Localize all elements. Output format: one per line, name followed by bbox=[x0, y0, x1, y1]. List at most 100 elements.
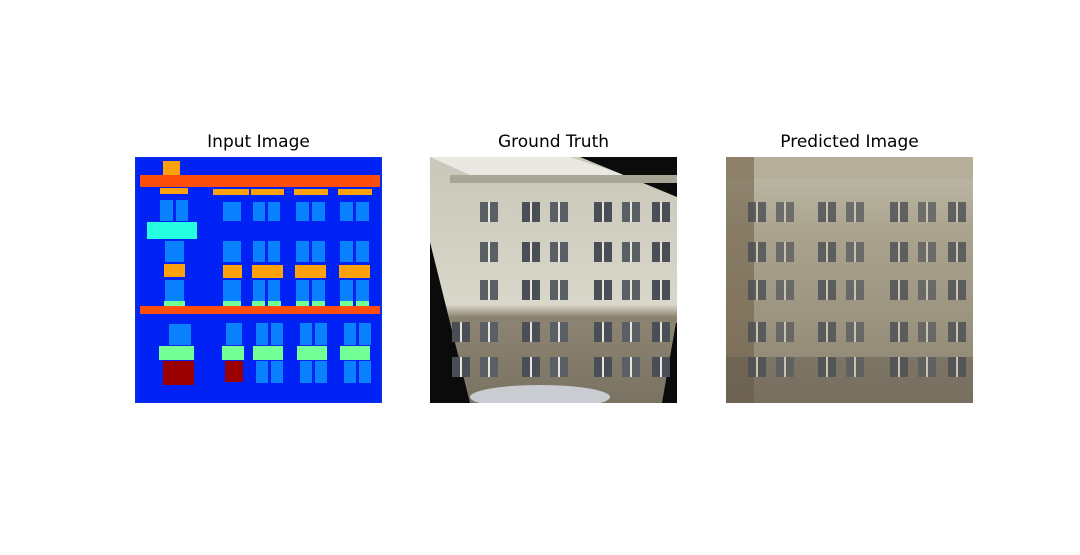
label-window bbox=[340, 202, 353, 221]
window-mullion bbox=[756, 242, 758, 262]
label-window bbox=[359, 323, 371, 345]
label-window bbox=[312, 202, 325, 221]
label-window bbox=[356, 202, 369, 221]
label-window bbox=[160, 200, 173, 221]
label-sill bbox=[294, 189, 328, 195]
window-mullion bbox=[756, 322, 758, 342]
window-mullion bbox=[488, 322, 490, 342]
label-window bbox=[340, 280, 353, 301]
label-window bbox=[223, 280, 241, 301]
label-window bbox=[296, 280, 309, 301]
window-mullion bbox=[756, 357, 758, 377]
window-mullion bbox=[898, 357, 900, 377]
label-window bbox=[253, 202, 265, 221]
window-mullion bbox=[558, 242, 560, 262]
window-mullion bbox=[660, 322, 662, 342]
label-balcony bbox=[312, 301, 325, 306]
window-mullion bbox=[854, 322, 856, 342]
window-mullion bbox=[784, 202, 786, 222]
window-mullion bbox=[784, 280, 786, 300]
window-mullion bbox=[854, 202, 856, 222]
label-window bbox=[344, 361, 356, 383]
window-mullion bbox=[660, 357, 662, 377]
sky bbox=[430, 157, 625, 175]
window-mullion bbox=[602, 202, 604, 222]
window-mullion bbox=[826, 280, 828, 300]
window-mullion bbox=[756, 202, 758, 222]
window-mullion bbox=[488, 357, 490, 377]
label-sill bbox=[338, 189, 372, 195]
window-mullion bbox=[854, 280, 856, 300]
label-window bbox=[226, 323, 242, 345]
window-mullion bbox=[602, 280, 604, 300]
label-sill bbox=[164, 264, 185, 277]
window-mullion bbox=[630, 242, 632, 262]
window-mullion bbox=[660, 280, 662, 300]
label-window bbox=[356, 241, 369, 262]
window-mullion bbox=[460, 357, 462, 377]
window-mullion bbox=[488, 202, 490, 222]
label-window bbox=[256, 323, 268, 345]
window-mullion bbox=[660, 242, 662, 262]
label-window bbox=[359, 361, 371, 383]
label-window bbox=[300, 323, 312, 345]
label-window bbox=[271, 361, 283, 383]
label-balcony bbox=[297, 346, 327, 360]
label-sill bbox=[251, 189, 284, 195]
window-mullion bbox=[530, 280, 532, 300]
window-mullion bbox=[558, 280, 560, 300]
window-mullion bbox=[854, 357, 856, 377]
window-mullion bbox=[530, 242, 532, 262]
label-window bbox=[165, 241, 184, 262]
label-balcony bbox=[147, 222, 197, 239]
cornice bbox=[450, 317, 677, 323]
label-window bbox=[312, 280, 325, 301]
label-window bbox=[253, 241, 265, 262]
label-balcony bbox=[356, 301, 369, 306]
label-middle-cornice bbox=[140, 306, 380, 314]
label-window bbox=[169, 324, 191, 345]
input-image-title: Input Image bbox=[207, 132, 310, 152]
ground-truth-photo bbox=[430, 157, 677, 403]
window-mullion bbox=[926, 242, 928, 262]
predicted-image-title: Predicted Image bbox=[780, 132, 919, 152]
window-mullion bbox=[558, 357, 560, 377]
window-mullion bbox=[956, 242, 958, 262]
cornice bbox=[450, 175, 677, 183]
window-mullion bbox=[956, 322, 958, 342]
window-mullion bbox=[630, 202, 632, 222]
label-sill bbox=[213, 189, 249, 195]
label-window bbox=[296, 202, 309, 221]
label-window bbox=[223, 202, 241, 221]
label-window bbox=[268, 280, 280, 301]
window-mullion bbox=[926, 357, 928, 377]
label-balcony bbox=[253, 346, 283, 360]
window-mullion bbox=[926, 280, 928, 300]
label-sill bbox=[339, 265, 370, 278]
label-sill bbox=[295, 265, 326, 278]
label-balcony bbox=[268, 301, 281, 306]
label-balcony bbox=[252, 301, 265, 306]
label-balcony bbox=[296, 301, 309, 306]
label-balcony bbox=[340, 301, 353, 306]
input-label-map bbox=[135, 157, 382, 403]
label-window bbox=[268, 241, 280, 262]
window-mullion bbox=[956, 357, 958, 377]
window-mullion bbox=[926, 202, 928, 222]
label-balcony bbox=[222, 346, 244, 360]
label-sill bbox=[160, 188, 188, 194]
window-mullion bbox=[756, 280, 758, 300]
label-sill bbox=[223, 265, 242, 278]
label-window bbox=[256, 361, 268, 383]
label-balcony bbox=[159, 346, 194, 360]
window-mullion bbox=[530, 202, 532, 222]
label-sill bbox=[252, 265, 283, 278]
label-window bbox=[176, 200, 188, 221]
window-mullion bbox=[784, 357, 786, 377]
label-top-cornice bbox=[140, 175, 380, 187]
window-mullion bbox=[630, 280, 632, 300]
ground-truth-title: Ground Truth bbox=[497, 132, 610, 152]
window-mullion bbox=[460, 322, 462, 342]
window-mullion bbox=[854, 242, 856, 262]
window-mullion bbox=[898, 202, 900, 222]
